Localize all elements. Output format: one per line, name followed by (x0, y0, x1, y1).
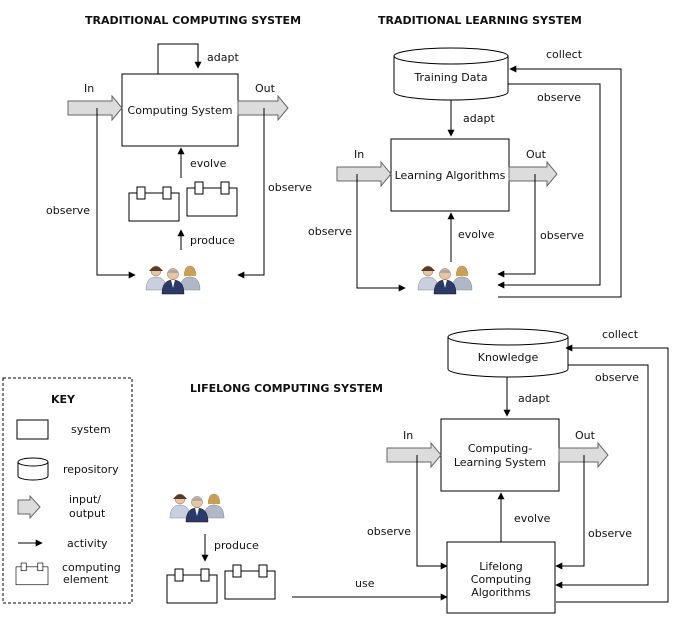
tcs-output-arrow (237, 94, 289, 122)
tcs-computing-system-box (121, 73, 239, 147)
key-io-label-2: output (69, 507, 106, 520)
tls-learning-algorithms-label: Learning Algorithms (395, 169, 506, 182)
tcs-evolve-label: evolve (190, 157, 227, 170)
lcs-algo-label-2: Computing (471, 573, 531, 586)
key-ce-label-2: element (63, 573, 109, 586)
lcs-in-label: In (403, 429, 413, 442)
key-io-label-1: input/ (69, 493, 101, 506)
title-traditional-computing: TRADITIONAL COMPUTING SYSTEM (85, 14, 301, 27)
tls-training-data-repo-top (393, 47, 509, 65)
tls-observe-left-arrow (356, 174, 406, 292)
lcs-observe-left-arrow (416, 455, 448, 570)
lcs-observe-right-arrow (555, 455, 585, 570)
key-system-label: system (71, 423, 111, 436)
lcs-evolve-label: evolve (514, 512, 551, 525)
tls-observe-top-arrow (497, 83, 601, 289)
lcs-knowledge-repo (447, 337, 569, 378)
tls-in-label: In (354, 148, 364, 161)
tls-learning-algorithms-box (390, 138, 510, 212)
tls-collect-label: collect (546, 48, 583, 61)
tcs-computing-system-label: Computing System (128, 104, 233, 117)
key-repository-symbol-top (17, 457, 49, 467)
tcs-observe-right-label: observe (268, 181, 312, 194)
lcs-users-icon (169, 493, 225, 523)
tcs-out-label: Out (255, 82, 276, 95)
lcs-box-label-2: Learning System (454, 456, 546, 469)
lcs-collect-arrow (556, 344, 669, 603)
lcs-adapt-label: adapt (518, 392, 550, 405)
tls-observe-right-label: observe (540, 229, 584, 242)
tcs-input-arrow (67, 94, 123, 122)
lcs-algo-label-3: Algorithms (471, 586, 531, 599)
tls-output-arrow (508, 160, 558, 188)
title-lifelong-computing: LIFELONG COMPUTING SYSTEM (190, 382, 383, 395)
key-repository-label: repository (63, 463, 119, 476)
lcs-computing-learning-box (440, 418, 560, 492)
key-io-symbol (17, 494, 41, 520)
lcs-observe-top-arrow (555, 364, 649, 589)
key-activity-label: activity (67, 537, 108, 550)
tls-training-data-repo (393, 56, 509, 101)
tcs-observe-left-arrow (96, 108, 136, 279)
lcs-lifelong-algorithms-box (446, 541, 556, 614)
lcs-computing-element-2 (224, 564, 276, 600)
key-title: KEY (51, 393, 76, 406)
tls-evolve-label: evolve (458, 228, 495, 241)
tcs-observe-right-arrow (237, 108, 265, 279)
key-system-symbol (16, 419, 49, 440)
lcs-observe-top-label: observe (595, 371, 639, 384)
lcs-computing-element-1 (166, 568, 218, 604)
tls-observe-left-label: observe (308, 225, 352, 238)
tls-collect-arrow (498, 65, 622, 298)
tcs-adapt-loop (157, 43, 202, 74)
tls-training-data-label: Training Data (413, 71, 487, 84)
tcs-adapt-label: adapt (207, 51, 239, 64)
tcs-observe-left-label: observe (46, 204, 90, 217)
tcs-computing-element-1 (128, 186, 180, 222)
lcs-observe-left-label: observe (367, 525, 411, 538)
tcs-in-label: In (84, 82, 94, 95)
lcs-produce-label: produce (214, 539, 259, 552)
tcs-users-icon (145, 265, 201, 295)
lcs-out-label: Out (575, 429, 596, 442)
key-ce-label-1: computing (62, 561, 121, 574)
tls-observe-right-arrow (497, 174, 536, 278)
tls-input-arrow (336, 160, 392, 188)
tls-users-icon (417, 265, 473, 295)
tls-adapt-label: adapt (463, 112, 495, 125)
tls-out-label: Out (526, 148, 547, 161)
tls-observe-top-label: observe (537, 91, 581, 104)
tcs-computing-element-2 (186, 181, 238, 217)
lcs-knowledge-repo-top (447, 328, 569, 346)
tcs-produce-label: produce (190, 234, 235, 247)
title-traditional-learning: TRADITIONAL LEARNING SYSTEM (378, 14, 582, 27)
lcs-observe-right-label: observe (588, 527, 632, 540)
lcs-algo-label-1: Lifelong (479, 560, 523, 573)
lcs-use-label: use (355, 577, 375, 590)
lcs-collect-label: collect (602, 328, 639, 341)
lcs-box-label-1: Computing- (468, 442, 532, 455)
key-repository-symbol (17, 462, 49, 481)
lcs-input-arrow (386, 441, 442, 469)
lcs-knowledge-label: Knowledge (478, 351, 539, 364)
